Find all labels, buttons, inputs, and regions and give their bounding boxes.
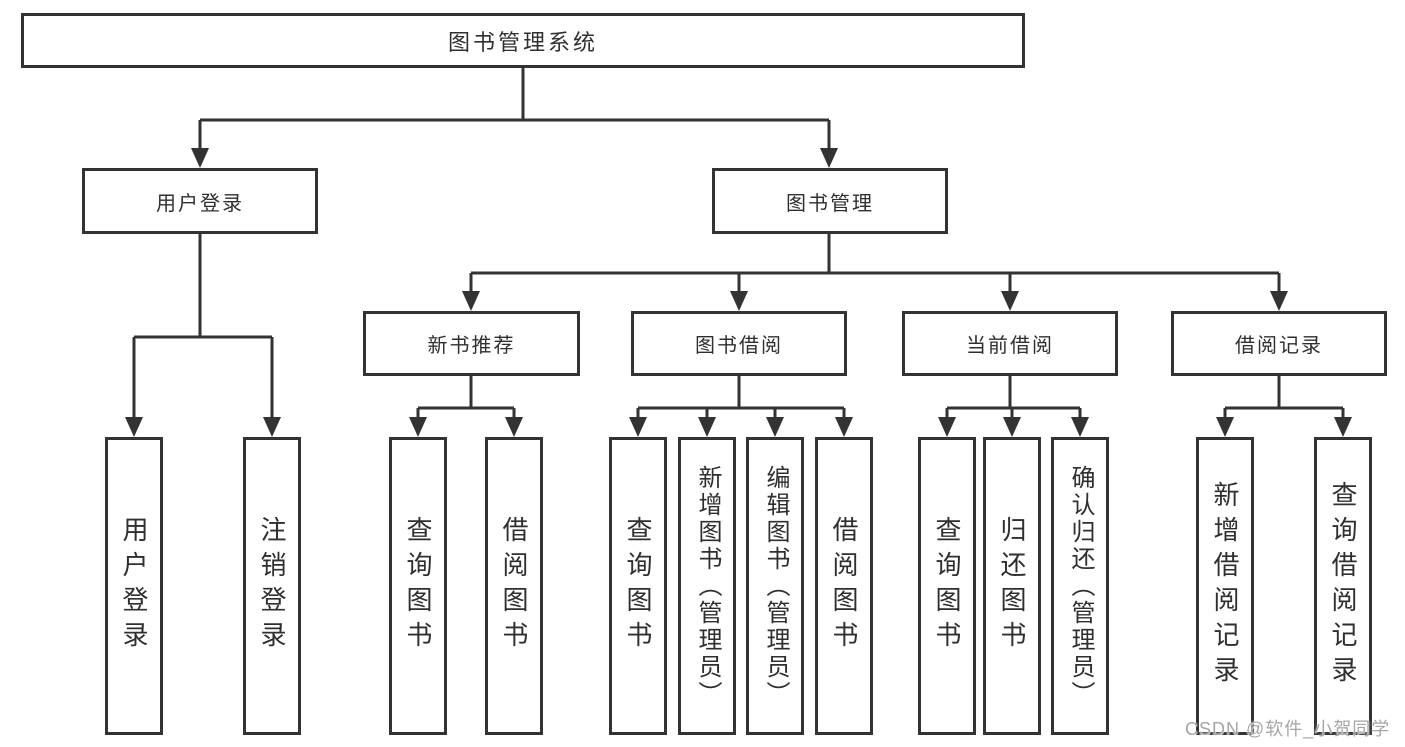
node-label: 查询借阅记录 [1328,481,1358,691]
leaf-confirm-return-admin: 确认归还（管理员） [1051,437,1109,735]
node-label: 注销登录 [257,516,287,656]
leaf-query-books-current: 查询图书 [918,437,976,735]
leaf-query-books-borrow: 查询图书 [609,437,667,735]
node-label: 编辑图书（管理员） [762,464,789,708]
node-label: 借阅记录 [1235,335,1323,357]
connector-user-login-to-leaves [125,234,281,437]
node-label: 借阅图书 [829,516,859,656]
node-library-management-system: 图书管理系统 [21,13,1025,68]
node-current-borrowing: 当前借阅 [902,311,1118,376]
node-label: 新书推荐 [427,335,516,357]
arrowhead [409,417,427,437]
connector-current-borrowing-to-leaves [938,376,1089,437]
connector-borrowing-records-to-leaves [1216,376,1352,437]
connector-root-to-level2 [191,68,838,168]
connector-book-management-to-level3 [462,234,1288,311]
leaf-user-login: 用户登录 [105,437,163,735]
arrowhead [698,417,716,437]
node-label: 查询图书 [623,516,653,656]
leaf-borrow-books: 借阅图书 [815,437,873,735]
arrowhead [766,417,784,437]
leaf-add-book-admin: 新增图书（管理员） [678,437,736,735]
node-label: 新增借阅记录 [1210,481,1240,691]
node-label: 借阅图书 [499,516,529,656]
arrowhead [1071,417,1089,437]
node-user-login: 用户登录 [82,168,318,234]
arrowhead [1334,417,1352,437]
arrowhead [191,148,209,168]
arrowhead [835,417,853,437]
node-label: 确认归还（管理员） [1067,464,1094,708]
arrowhead [1216,417,1234,437]
node-label: 当前借阅 [966,335,1054,357]
node-label: 用户登录 [156,192,244,215]
leaf-logout: 注销登录 [243,437,301,735]
csdn-watermark: CSDN @软件_小贺同学 [1185,719,1391,739]
node-new-book-recommend: 新书推荐 [363,311,580,376]
node-label: 归还图书 [997,516,1027,656]
node-book-management: 图书管理 [712,168,948,234]
node-label: 图书管理系统 [447,29,598,55]
node-borrowing-records: 借阅记录 [1171,311,1387,376]
arrowhead [462,291,480,311]
arrowhead [1001,291,1019,311]
arrowhead [938,417,956,437]
node-label: 图书管理 [786,192,874,215]
node-label: 新增图书（管理员） [694,464,721,708]
leaf-borrow-books-recommend: 借阅图书 [485,437,543,735]
connector-new-book-recommend-to-leaves [409,376,523,437]
leaf-edit-book-admin: 编辑图书（管理员） [746,437,804,735]
leaf-query-books-recommend: 查询图书 [389,437,447,735]
node-book-borrowing: 图书借阅 [631,311,847,376]
arrowhead [730,291,748,311]
arrowhead [629,417,647,437]
node-label: 用户登录 [119,516,149,656]
leaf-return-books: 归还图书 [983,437,1041,735]
leaf-query-borrow-record: 查询借阅记录 [1314,437,1372,735]
arrowhead [820,148,838,168]
arrowhead [1270,291,1288,311]
node-label: 图书借阅 [695,335,783,357]
node-label: 查询图书 [403,516,433,656]
arrowhead [1003,417,1021,437]
arrowhead [263,417,281,437]
arrowhead [505,417,523,437]
arrowhead [125,417,143,437]
connector-book-borrowing-to-leaves [629,376,853,437]
leaf-add-borrow-record: 新增借阅记录 [1196,437,1254,735]
node-label: 查询图书 [932,516,962,656]
